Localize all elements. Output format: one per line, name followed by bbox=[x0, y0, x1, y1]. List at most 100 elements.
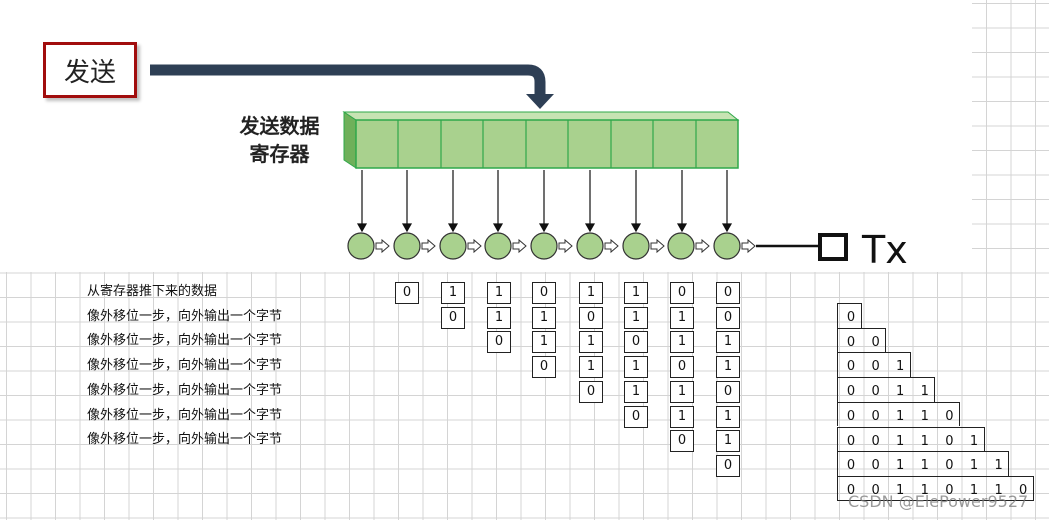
bit-cell: 0 bbox=[716, 282, 740, 304]
bit-cell: 1 bbox=[441, 282, 465, 304]
bit-cell: 1 bbox=[579, 331, 603, 354]
output-row-box bbox=[837, 377, 936, 402]
bit-cell: 1 bbox=[624, 282, 648, 304]
output-bit: 1 bbox=[994, 482, 1003, 498]
output-bit: 1 bbox=[896, 408, 905, 424]
output-bit: 0 bbox=[1019, 482, 1028, 498]
bit-cell: 0 bbox=[670, 282, 694, 304]
bit-cell: 0 bbox=[716, 380, 740, 403]
bit-cell: 0 bbox=[487, 331, 511, 354]
bit-cell: 0 bbox=[670, 430, 694, 453]
send-arrow-head bbox=[526, 94, 554, 109]
output-row-box bbox=[837, 475, 1034, 501]
output-bit: 0 bbox=[871, 433, 880, 449]
row-label: 像外移位一步，向外输出一个字节 bbox=[87, 333, 283, 349]
bit-cell: 1 bbox=[716, 356, 740, 379]
bit-cell: 0 bbox=[716, 454, 740, 477]
bit-cell: 0 bbox=[532, 356, 556, 379]
output-bit: 0 bbox=[846, 433, 856, 449]
watermark: CSDN @ElePower9527 bbox=[848, 492, 1029, 511]
output-bit: 1 bbox=[896, 359, 905, 375]
bit-cell: 0 bbox=[441, 306, 465, 329]
tx-pin bbox=[818, 233, 848, 261]
output-bit: 1 bbox=[896, 458, 905, 474]
output-bit: 0 bbox=[945, 408, 954, 424]
output-row-box bbox=[837, 303, 862, 328]
bit-cell: 1 bbox=[624, 380, 648, 403]
output-bit: 0 bbox=[871, 384, 880, 400]
bit-cell: 1 bbox=[532, 306, 556, 329]
output-bit: 0 bbox=[846, 458, 856, 474]
bit-cell: 1 bbox=[716, 331, 740, 354]
output-bit: 0 bbox=[846, 310, 856, 325]
bit-cell: 0 bbox=[670, 356, 694, 379]
register-top bbox=[342, 111, 740, 121]
output-bit: 0 bbox=[871, 458, 880, 474]
output-bit: 0 bbox=[871, 482, 880, 498]
bit-cell: 0 bbox=[624, 405, 648, 428]
register-label-line2: 寄存器 bbox=[249, 142, 310, 166]
output-bit: 1 bbox=[969, 433, 979, 449]
bit-cell: 1 bbox=[579, 282, 603, 304]
bit-cell: 1 bbox=[487, 306, 511, 329]
output-row-box bbox=[837, 451, 1010, 476]
output-bit: 0 bbox=[846, 334, 856, 350]
bit-cell: 1 bbox=[624, 356, 648, 379]
bit-cell: 1 bbox=[670, 380, 694, 403]
bit-cell: 1 bbox=[624, 306, 648, 329]
row-label: 像外移位一步，向外输出一个字节 bbox=[87, 407, 283, 423]
output-bit: 1 bbox=[920, 458, 929, 474]
output-bit: 1 bbox=[920, 408, 929, 424]
shift-arrows bbox=[375, 238, 756, 254]
output-bit: 1 bbox=[920, 482, 929, 498]
register-label: 发送数据 寄存器 bbox=[222, 112, 337, 168]
bit-cell: 1 bbox=[487, 282, 511, 304]
bit-cell: 1 bbox=[716, 430, 740, 453]
bit-cell: 1 bbox=[532, 331, 556, 354]
output-row-box bbox=[837, 327, 887, 353]
shift-cells bbox=[347, 232, 741, 260]
output-bit: 0 bbox=[871, 334, 880, 350]
output-row-box bbox=[837, 401, 960, 427]
row-label: 像外移位一步，向外输出一个字节 bbox=[87, 432, 283, 448]
bit-cell: 0 bbox=[624, 331, 648, 354]
register-front bbox=[355, 119, 739, 169]
bit-cell: 0 bbox=[395, 282, 419, 304]
tx-label: Tx bbox=[862, 228, 908, 272]
bit-cell: 1 bbox=[579, 356, 603, 379]
row-label: 像外移位一步，向外输出一个字节 bbox=[87, 382, 283, 398]
output-bit: 0 bbox=[945, 458, 954, 474]
output-bit: 0 bbox=[846, 482, 856, 498]
row-label: 像外移位一步，向外输出一个字节 bbox=[87, 358, 283, 374]
output-bit: 0 bbox=[871, 408, 880, 424]
output-bit: 1 bbox=[896, 384, 905, 400]
load-arrows bbox=[356, 170, 733, 233]
bit-cell: 1 bbox=[716, 405, 740, 428]
send-arrow bbox=[150, 64, 546, 96]
output-bit: 0 bbox=[846, 408, 856, 424]
register-dividers bbox=[397, 120, 697, 168]
register-label-line1: 发送数据 bbox=[239, 114, 320, 138]
output-bit: 1 bbox=[920, 433, 929, 449]
row-label: 从寄存器推下来的数据 bbox=[87, 284, 218, 299]
output-bit: 0 bbox=[945, 433, 954, 449]
send-box: 发送 bbox=[43, 42, 137, 98]
output-bit: 1 bbox=[994, 458, 1003, 474]
bit-cell: 0 bbox=[532, 282, 556, 304]
output-bit: 1 bbox=[896, 482, 905, 498]
output-bit: 1 bbox=[896, 433, 905, 449]
output-bit: 1 bbox=[969, 458, 979, 474]
bit-cell: 1 bbox=[670, 306, 694, 329]
bit-cell: 0 bbox=[579, 306, 603, 329]
output-bit: 0 bbox=[945, 482, 954, 498]
row-label: 像外移位一步，向外输出一个字节 bbox=[87, 308, 283, 324]
output-bit: 0 bbox=[846, 384, 856, 400]
bit-cell: 1 bbox=[670, 405, 694, 428]
bit-cell: 0 bbox=[716, 306, 740, 329]
output-bit: 1 bbox=[920, 384, 929, 400]
output-row-box bbox=[837, 426, 985, 452]
output-bit: 0 bbox=[871, 359, 880, 375]
register-side bbox=[343, 111, 357, 169]
output-bit: 0 bbox=[846, 359, 856, 375]
